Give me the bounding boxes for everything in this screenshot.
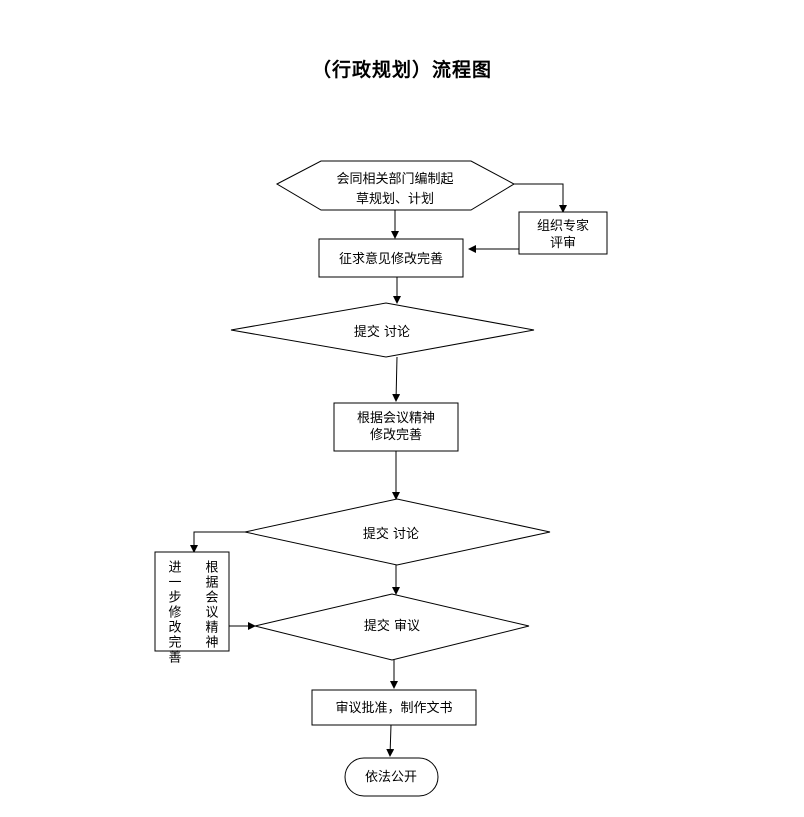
revise-side-label-2: 进一步修改完善 bbox=[166, 560, 182, 665]
arrow-submit2-to-side bbox=[190, 531, 245, 553]
draft-label-1: 会同相关部门编制起 bbox=[336, 172, 453, 187]
publish-terminal bbox=[344, 757, 439, 797]
revise-side-label-1: 根据会议精神 bbox=[203, 560, 219, 650]
draft-label-2: 草规划、计划 bbox=[356, 192, 434, 207]
arrow-submit1-to-revise bbox=[392, 356, 401, 402]
publish-label: 依法公开 bbox=[365, 770, 417, 785]
submit2-diamond bbox=[244, 498, 551, 566]
revise-side-box bbox=[154, 551, 230, 652]
arrow-approve-to-publish bbox=[386, 724, 395, 757]
revise-meeting-box bbox=[333, 402, 459, 452]
expert-label-1: 组织专家 bbox=[537, 218, 589, 234]
arrow-draft-to-expert bbox=[514, 183, 567, 213]
expert-box bbox=[518, 211, 608, 255]
approve-box bbox=[311, 689, 477, 726]
review-label: 提交 审议 bbox=[364, 618, 420, 634]
review-diamond bbox=[254, 593, 530, 661]
solicit-label: 征求意见修改完善 bbox=[339, 251, 443, 267]
submit1-diamond bbox=[230, 302, 535, 358]
revise-meeting-label-2: 修改完善 bbox=[370, 427, 422, 443]
expert-label-2: 评审 bbox=[550, 236, 576, 251]
draft-hexagon bbox=[275, 160, 516, 211]
revise-meeting-label-1: 根据会议精神 bbox=[357, 411, 435, 426]
solicit-box bbox=[318, 238, 464, 278]
submit2-label: 提交 讨论 bbox=[363, 526, 419, 542]
submit1-label: 提交 讨论 bbox=[354, 324, 410, 340]
page-title: （行政规划）流程图 bbox=[311, 59, 492, 81]
approve-label: 审议批准，制作文书 bbox=[335, 701, 452, 716]
